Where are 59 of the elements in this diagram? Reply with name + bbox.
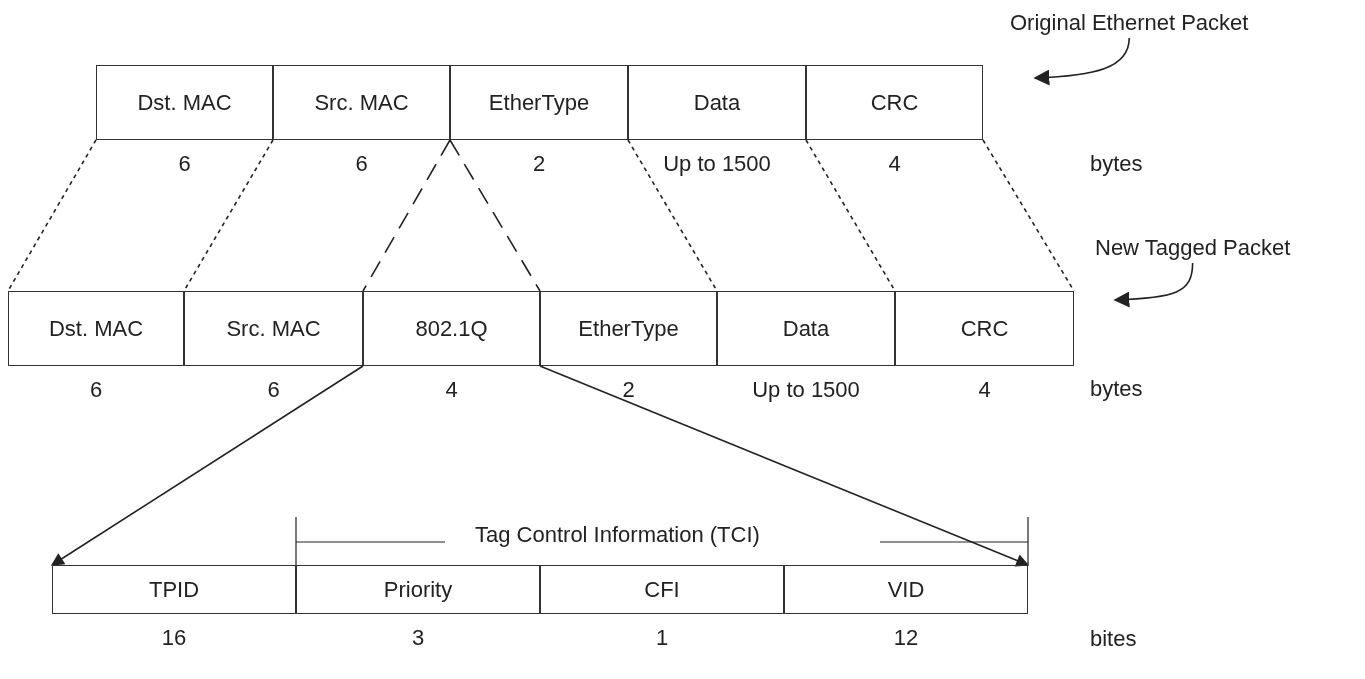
field-name: Src. MAC	[314, 89, 409, 116]
size-label: 1	[655, 625, 669, 651]
size-label: 12	[893, 625, 919, 651]
packet-caption: Original Ethernet Packet	[1010, 10, 1249, 36]
size-label: 4	[978, 377, 991, 403]
expansion-line	[449, 139, 541, 292]
field-box	[540, 565, 784, 614]
field-name: 802.1Q	[415, 315, 488, 342]
expansion-line	[362, 139, 451, 292]
field-name: EtherType	[488, 89, 590, 116]
field-name: Dst. MAC	[137, 89, 232, 116]
arrow	[50, 365, 364, 566]
field-box	[784, 565, 1028, 614]
size-label: 6	[355, 151, 368, 177]
size-label: Up to 1500	[663, 151, 771, 177]
field-box	[895, 291, 1074, 366]
field-name: VID	[887, 576, 925, 603]
field-name: CRC	[870, 89, 919, 116]
size-label: 4	[445, 377, 458, 403]
field-name: Src. MAC	[226, 315, 321, 342]
field-name: Data	[693, 89, 741, 116]
field-box	[717, 291, 895, 366]
arrow	[539, 365, 1030, 567]
field-box	[184, 291, 363, 366]
unit-label: bites	[1090, 626, 1137, 652]
field-box	[96, 65, 273, 140]
field-box	[273, 65, 450, 140]
size-label: 6	[267, 377, 280, 403]
size-label: 6	[178, 151, 191, 177]
field-name: Data	[782, 315, 830, 342]
expansion-line	[7, 139, 97, 292]
field-name: EtherType	[578, 315, 679, 342]
bracket-label: Tag Control Information (TCI)	[475, 522, 760, 548]
size-label: 2	[532, 151, 546, 177]
field-box	[8, 291, 184, 366]
field-box	[52, 565, 296, 614]
unit-label: bytes	[1090, 376, 1143, 402]
field-box	[296, 565, 540, 614]
field-box	[540, 291, 717, 366]
field-box	[628, 65, 806, 140]
packet-caption: New Tagged Packet	[1095, 235, 1291, 261]
field-name: Dst. MAC	[48, 315, 144, 342]
size-label: 6	[89, 377, 103, 403]
size-label: 4	[888, 151, 901, 177]
size-label: 16	[161, 625, 187, 651]
field-name: CRC	[960, 315, 1009, 342]
field-name: TPID	[148, 576, 200, 603]
pointer-arrow	[1113, 262, 1194, 308]
size-label: 2	[622, 377, 635, 403]
field-box	[806, 65, 983, 140]
field-name: CFI	[644, 576, 680, 603]
pointer-arrow	[1033, 37, 1131, 86]
expansion-line	[982, 139, 1075, 292]
size-label: Up to 1500	[752, 377, 860, 403]
field-box	[363, 291, 540, 366]
unit-label: bytes	[1090, 151, 1143, 177]
size-label: 3	[411, 625, 425, 651]
field-box	[450, 65, 628, 140]
field-name: Priority	[383, 576, 453, 603]
